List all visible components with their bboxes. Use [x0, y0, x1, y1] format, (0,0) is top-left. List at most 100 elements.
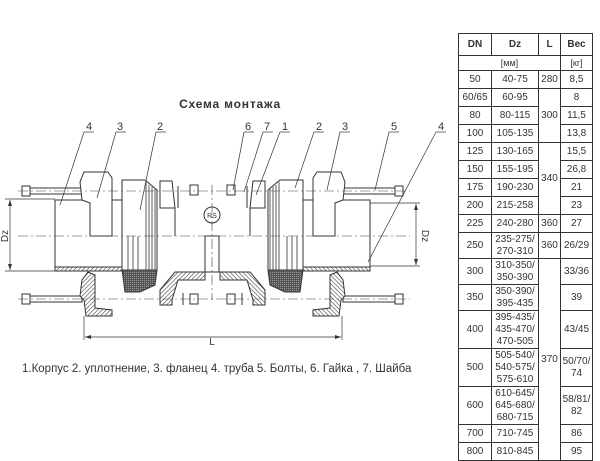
weight-cell-line: 95: [570, 445, 583, 457]
weight-cell: 27: [560, 214, 593, 233]
part-label: 4: [86, 121, 92, 133]
weight-cell-line: 82: [570, 405, 583, 417]
weight-cell-line: 58/81/: [562, 393, 591, 405]
weight-cell-line: 39: [570, 291, 583, 303]
weight-cell-line: 50/70/: [562, 355, 591, 367]
dz-cell-line: 575-610: [496, 373, 534, 385]
weight-cell: 23: [560, 196, 593, 215]
weight-cell-line: 11,5: [567, 109, 586, 121]
col-l: L: [538, 33, 561, 56]
dz-cell: 710-745: [491, 424, 539, 443]
unit-kg: [кг]: [560, 55, 593, 71]
dz-cell: 395-435/435-470/470-505: [491, 310, 539, 349]
col-dz: Dz: [491, 33, 539, 56]
length-cell: 340: [538, 142, 561, 215]
dz-cell-line: 710-745: [496, 427, 534, 439]
weight-cell: 8,5: [560, 70, 593, 89]
dn-cell: 225: [458, 214, 492, 233]
weight-cell: 13,8: [560, 124, 593, 143]
part-label: 3: [117, 121, 123, 133]
weight-cell: 95: [560, 442, 593, 461]
dn-cell: 800: [458, 442, 492, 461]
table-row: 80 80-115 11,5: [458, 106, 593, 125]
weight-cell-line: 8,5: [569, 73, 584, 85]
weight-cell: 39: [560, 284, 593, 311]
dz-cell: 350-390/395-435: [491, 284, 539, 311]
part-label: 2: [157, 121, 163, 133]
installation-diagram: Схема монтажа RS Dz Dz L: [0, 97, 446, 348]
dz-label-left: Dz: [0, 230, 11, 242]
dz-cell-line: 435-470/: [495, 323, 535, 335]
diagram-title: Схема монтажа: [179, 97, 281, 111]
weight-cell: 50/70/74: [560, 348, 593, 387]
table-row: 225 240-280 360 27: [458, 214, 593, 233]
length-cell: 360: [538, 214, 561, 233]
dz-cell: 155-195: [491, 160, 539, 179]
dz-cell-line: 645-680/: [495, 399, 535, 411]
weight-cell: 26,8: [560, 160, 593, 179]
dz-cell-line: 190-230: [496, 181, 534, 193]
weight-cell-line: 27: [570, 217, 583, 229]
dn-cell: 150: [458, 160, 492, 179]
dz-cell-line: 395-435/: [495, 311, 535, 323]
dz-cell-line: 350-390/: [495, 285, 535, 297]
dz-cell-line: 270-310: [496, 245, 534, 257]
dn-cell: 350: [458, 284, 492, 311]
weight-cell-line: 26/29: [563, 239, 590, 251]
dn-cell: 600: [458, 386, 492, 425]
part-label: 6: [245, 121, 251, 133]
dz-cell-line: 680-715: [496, 411, 534, 423]
weight-cell: 86: [560, 424, 593, 443]
dz-cell-line: 505-540/: [495, 349, 535, 361]
weight-cell-line: 21: [570, 181, 583, 193]
dz-cell-line: 235-275/: [495, 233, 535, 245]
dn-cell: 300: [458, 258, 492, 285]
col-weight: Вес: [560, 33, 593, 56]
length-cell: 370: [538, 258, 561, 461]
weight-cell-line: 33/36: [563, 265, 590, 277]
dz-label-right: Dz: [419, 230, 430, 242]
dn-cell: 50: [458, 70, 492, 89]
dn-cell: 175: [458, 178, 492, 197]
weight-cell: 15,5: [560, 142, 593, 161]
weight-cell: 58/81/82: [560, 386, 593, 425]
part-label: 4: [438, 121, 444, 133]
dz-cell-line: 105-135: [496, 127, 534, 139]
units-row: [мм] [кг]: [458, 55, 593, 71]
col-dn: DN: [458, 33, 492, 56]
dz-cell: 105-135: [491, 124, 539, 143]
dn-cell: 80: [458, 106, 492, 125]
dz-cell: 610-645/645-680/680-715: [491, 386, 539, 425]
weight-cell: 11,5: [560, 106, 593, 125]
weight-cell-line: 26,8: [566, 163, 587, 175]
dz-cell: 235-275/270-310: [491, 232, 539, 259]
table-header: DN Dz L Вес: [458, 33, 593, 56]
dz-cell-line: 40-75: [502, 73, 528, 85]
dz-cell-line: 215-258: [496, 199, 534, 211]
dz-cell-line: 240-280: [496, 217, 534, 229]
weight-cell-line: 74: [570, 367, 583, 379]
dz-cell-line: 130-165: [496, 145, 534, 157]
weight-cell-line: 15,5: [566, 145, 587, 157]
weight-cell-line: 8: [573, 91, 580, 103]
weight-cell-line: 13,8: [566, 127, 587, 139]
dn-cell: 250: [458, 232, 492, 259]
dz-cell: 60-95: [491, 88, 539, 107]
part-label: 7: [264, 121, 270, 133]
weight-cell-line: 23: [570, 199, 583, 211]
dz-cell-line: 540-575/: [495, 361, 535, 373]
dz-cell-line: 80-115: [499, 109, 531, 121]
dz-cell-line: 310-350/: [495, 259, 535, 271]
dz-cell-line: 470-505: [496, 335, 534, 347]
dz-cell-line: 395-435: [496, 297, 534, 309]
dz-cell-line: 350-390: [496, 271, 534, 283]
